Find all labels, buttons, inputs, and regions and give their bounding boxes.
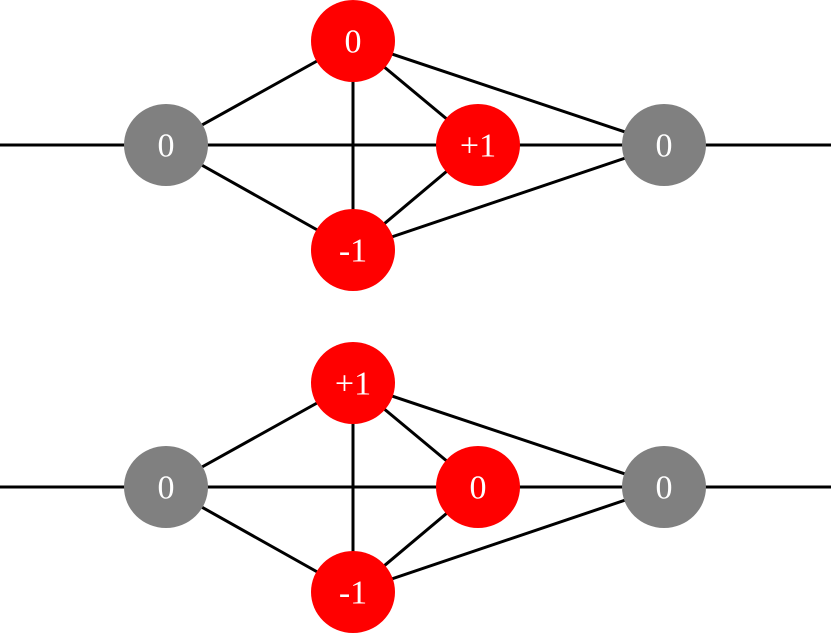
node-top: 0 [311,0,395,82]
node-left-circle [124,446,208,528]
node-middle-circle [436,446,520,528]
node-middle-label: 0 [470,470,487,507]
node-right-label: 0 [656,128,673,165]
node-left: 0 [124,104,208,186]
node-left: 0 [124,446,208,528]
edge-top-right [352,381,665,489]
node-top: +1 [311,342,395,424]
node-middle-circle [436,104,520,186]
node-right-circle [622,446,706,528]
node-bottom-circle [311,551,395,633]
edge-bottom-right [352,485,665,594]
node-right: 0 [622,446,706,528]
node-top-label: +1 [335,366,371,403]
node-top-label: 0 [345,24,362,61]
node-right-label: 0 [656,470,673,507]
node-left-label: 0 [158,470,175,507]
node-bottom-label: -1 [339,233,367,270]
edge-top-right [352,39,665,147]
edge-bottom-right [352,143,665,252]
node-left-label: 0 [158,128,175,165]
node-right-circle [622,104,706,186]
node-left-circle [124,104,208,186]
node-top-circle [311,342,395,424]
node-bottom: -1 [311,551,395,633]
node-top-circle [311,0,395,82]
node-bottom-label: -1 [339,575,367,612]
bottom-graph-diagram: 0 +1 0 -1 0 [0,342,831,633]
top-graph-diagram: 0 0 +1 -1 0 [0,0,831,291]
node-bottom-circle [311,209,395,291]
node-middle-label: +1 [460,128,496,165]
node-right: 0 [622,104,706,186]
node-middle: +1 [436,104,520,186]
node-middle: 0 [436,446,520,528]
node-bottom: -1 [311,209,395,291]
